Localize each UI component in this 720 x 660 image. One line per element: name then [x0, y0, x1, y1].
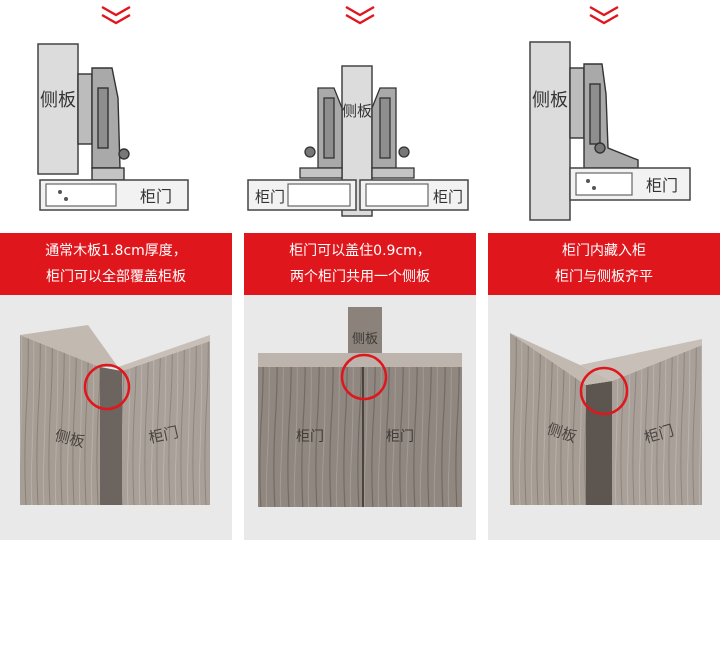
- hinge-diagram-half-overlay: 侧板 柜门 柜门: [247, 65, 469, 217]
- double-chevron-down-icon: [589, 5, 619, 25]
- hinge-right-shape: [371, 87, 415, 179]
- caption-banner: 通常木板1.8cm厚度， 柜门可以全部覆盖柜板: [0, 233, 232, 295]
- caption-banner: 柜门内藏入柜 柜门与侧板齐平: [488, 233, 720, 295]
- side-panel-face: [348, 307, 382, 357]
- caption-line-1: 柜门内藏入柜: [562, 243, 646, 259]
- door-label: 柜门: [140, 187, 172, 206]
- photo-door-label: 柜门: [147, 423, 180, 447]
- wood-inset-photo: 侧板 柜门: [488, 295, 720, 540]
- hinge-shape: [77, 67, 130, 181]
- highlight-circle: [579, 366, 629, 416]
- side-panel-face: [20, 335, 100, 505]
- wood-corner-photo: 侧板 柜门: [0, 295, 232, 540]
- double-chevron-down-icon: [101, 5, 131, 25]
- column-inset: 侧板 柜门 柜门内藏入柜 柜门与侧板齐平: [488, 0, 720, 540]
- side-panel-shape: [37, 43, 79, 175]
- highlight-circle: [83, 363, 131, 411]
- double-chevron-down-icon: [345, 5, 375, 25]
- caption-line-1: 通常木板1.8cm厚度，: [45, 243, 187, 259]
- caption-line-2: 柜门可以全部覆盖柜板: [46, 269, 186, 285]
- hinge-diagram-full-overlay: 侧板 柜门: [37, 43, 189, 211]
- hinge-diagram-inset: 侧板 柜门: [529, 41, 691, 221]
- side-panel-label-top: 侧板: [40, 90, 76, 111]
- photo-door-left-label: 柜门: [296, 429, 324, 445]
- side-panel-label: 侧板: [342, 102, 372, 120]
- caption-line-2: 柜门与侧板齐平: [555, 269, 653, 285]
- side-panel-shape: [529, 41, 571, 221]
- door-left-face: [258, 367, 362, 507]
- side-panel-face: [510, 333, 586, 505]
- column-full-overlay: 侧板 柜门 通常木板1.8cm厚度， 柜门可以全部覆盖柜板: [0, 0, 232, 540]
- door-face: [612, 345, 702, 505]
- photo-side-label: 侧板: [352, 332, 378, 347]
- wood-doors-photo: 侧板 柜门 柜门: [244, 295, 476, 540]
- door-label: 柜门: [646, 176, 678, 195]
- door-right-label: 柜门: [433, 188, 463, 206]
- highlight-circle: [340, 353, 388, 401]
- caption-line-1: 柜门可以盖住0.9cm，: [289, 243, 431, 259]
- caption-banner: 柜门可以盖住0.9cm， 两个柜门共用一个侧板: [244, 233, 476, 295]
- door-left-label: 柜门: [255, 188, 285, 206]
- column-half-overlay: 侧板 柜门 柜门 柜门可以盖住0.9cm， 两个柜门共用一个侧板: [244, 0, 476, 540]
- photo-door-right-label: 柜门: [386, 429, 414, 445]
- hinge-left-shape: [299, 87, 343, 179]
- door-face: [122, 341, 210, 505]
- hinge-shape: [569, 63, 639, 169]
- caption-line-2: 两个柜门共用一个侧板: [290, 269, 430, 285]
- side-panel-label: 侧板: [532, 90, 568, 111]
